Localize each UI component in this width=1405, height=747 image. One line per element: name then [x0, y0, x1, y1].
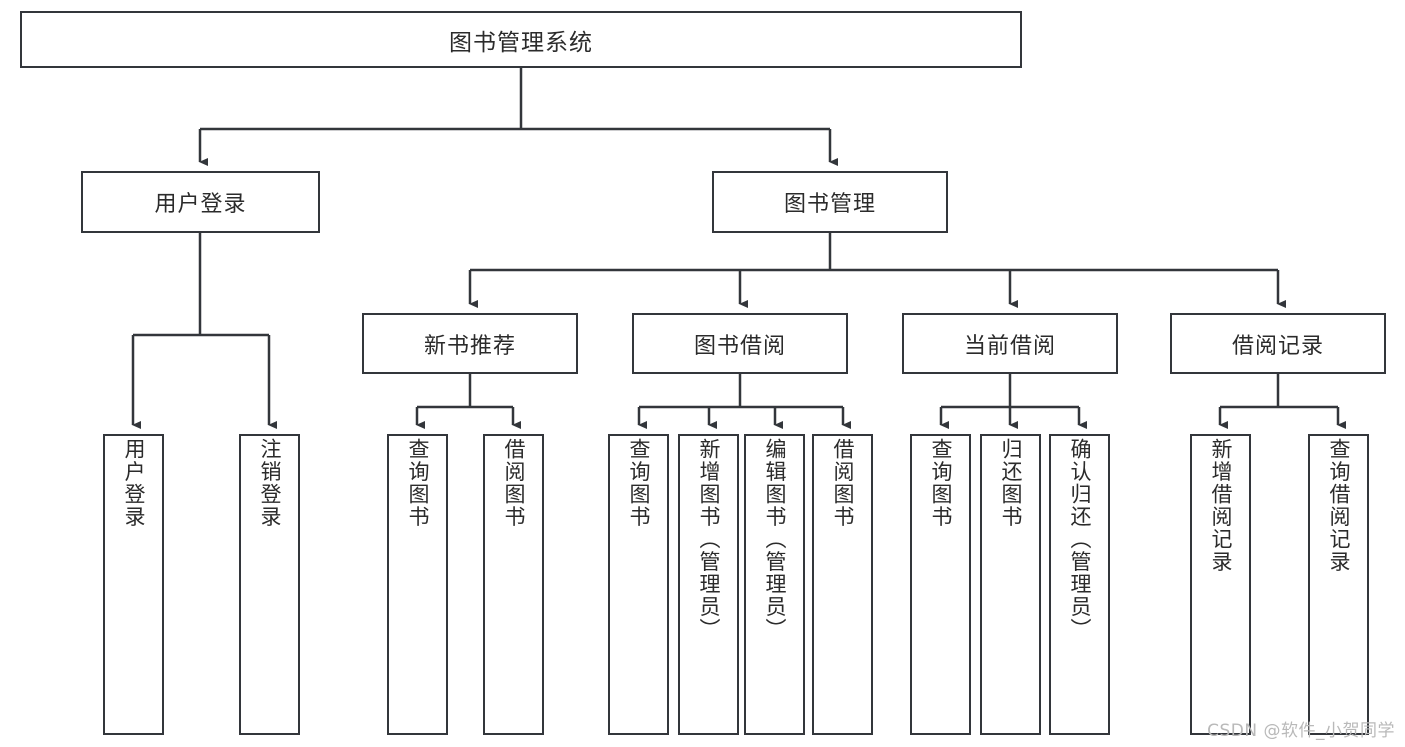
node-new-book-recommend[interactable]: 新书推荐 [362, 313, 578, 374]
node-user-login[interactable]: 用户登录 [81, 171, 320, 233]
leaf-records-add-record[interactable]: 新增借阅记录 [1190, 434, 1251, 735]
node-label: 图书管理 [783, 192, 876, 217]
leaf-label: 新增图书（管理员） [696, 438, 721, 641]
node-book-management[interactable]: 图书管理 [712, 171, 948, 233]
node-label: 用户登录 [154, 192, 247, 217]
leaf-label: 借阅图书 [830, 438, 855, 528]
leaf-borrow-add-book-admin[interactable]: 新增图书（管理员） [678, 434, 739, 735]
leaf-borrow-borrow-book[interactable]: 借阅图书 [812, 434, 873, 735]
leaf-label: 查询图书 [626, 438, 651, 528]
leaf-label: 用户登录 [121, 438, 146, 528]
leaf-records-query-record[interactable]: 查询借阅记录 [1308, 434, 1369, 735]
watermark: CSDN @软件_小贺同学 [1207, 721, 1395, 741]
node-label: 当前借阅 [963, 333, 1056, 359]
node-label: 借阅记录 [1231, 333, 1324, 359]
node-label: 图书管理系统 [449, 29, 593, 56]
node-current-borrow[interactable]: 当前借阅 [902, 313, 1118, 374]
leaf-new-book-borrow[interactable]: 借阅图书 [483, 434, 544, 735]
leaf-label: 查询图书 [405, 438, 430, 528]
leaf-label: 借阅图书 [501, 438, 526, 528]
node-label: 图书借阅 [693, 333, 786, 359]
leaf-label: 新增借阅记录 [1208, 438, 1233, 573]
leaf-current-return-book[interactable]: 归还图书 [980, 434, 1041, 735]
leaf-label: 确认归还（管理员） [1067, 438, 1092, 641]
leaf-label: 查询借阅记录 [1326, 438, 1351, 573]
node-root-system[interactable]: 图书管理系统 [20, 11, 1022, 68]
leaf-label: 编辑图书（管理员） [762, 438, 787, 641]
leaf-user-login-signin[interactable]: 用户登录 [103, 434, 164, 735]
leaf-borrow-query-book[interactable]: 查询图书 [608, 434, 669, 735]
node-label: 新书推荐 [423, 333, 516, 359]
node-borrow-records[interactable]: 借阅记录 [1170, 313, 1386, 374]
node-book-borrow[interactable]: 图书借阅 [632, 313, 848, 374]
leaf-current-query-book[interactable]: 查询图书 [910, 434, 971, 735]
leaf-label: 归还图书 [998, 438, 1023, 528]
leaf-label: 注销登录 [257, 438, 282, 528]
leaf-borrow-edit-book-admin[interactable]: 编辑图书（管理员） [744, 434, 805, 735]
leaf-label: 查询图书 [928, 438, 953, 528]
leaf-current-confirm-return-admin[interactable]: 确认归还（管理员） [1049, 434, 1110, 735]
leaf-user-login-signout[interactable]: 注销登录 [239, 434, 300, 735]
leaf-new-book-query[interactable]: 查询图书 [387, 434, 448, 735]
